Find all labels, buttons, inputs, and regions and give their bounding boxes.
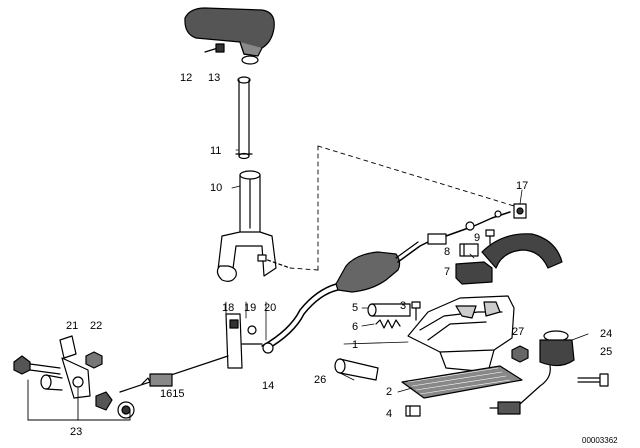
- label-4: 4: [386, 408, 393, 420]
- nut-27: [511, 345, 529, 363]
- screw-25: [577, 373, 609, 387]
- nut-22: [85, 351, 103, 369]
- label-18: 18: [222, 302, 235, 314]
- label-14: 14: [262, 380, 275, 392]
- label-13: 13: [208, 72, 221, 84]
- label-7: 7: [444, 266, 451, 278]
- label-5: 5: [352, 302, 359, 314]
- clip-4: [405, 405, 421, 417]
- position-switch: [489, 330, 575, 415]
- pin-lower-left: [40, 374, 63, 391]
- label-1615: 1615: [160, 388, 185, 400]
- screw-3: [411, 301, 421, 321]
- label-23: 23: [70, 426, 83, 438]
- base-housing: [407, 295, 515, 373]
- screw-9: [485, 229, 495, 245]
- label-20: 20: [264, 302, 277, 314]
- selector-rod: [235, 76, 253, 160]
- bolt-26: [334, 358, 379, 381]
- label-17: 17: [516, 180, 529, 192]
- label-3: 3: [400, 300, 407, 312]
- block-7: [455, 261, 493, 285]
- small-bracket-8: [459, 243, 479, 257]
- shift-cable: [261, 210, 511, 351]
- label-10: 10: [210, 182, 223, 194]
- drawing-code: 00003362: [582, 436, 618, 445]
- reference-lines: [289, 145, 515, 271]
- bolt-left: [13, 355, 61, 375]
- shift-knob: [184, 7, 275, 65]
- cable-support: [225, 313, 274, 369]
- label-2: 2: [386, 386, 393, 398]
- label-24: 24: [600, 328, 613, 340]
- label-27: 27: [512, 326, 525, 338]
- spring-6: [375, 319, 401, 329]
- label-bracket-23: [27, 379, 131, 421]
- label-25: 25: [600, 346, 613, 358]
- knob-screw: [204, 43, 225, 53]
- label-11: 11: [210, 145, 222, 157]
- label-8: 8: [444, 246, 451, 258]
- lower-cable: [119, 355, 229, 393]
- label-21: 21: [66, 320, 79, 332]
- bottom-plate: [401, 365, 523, 399]
- cable-bracket: [513, 203, 527, 219]
- label-9: 9: [474, 232, 481, 244]
- lower-nut: [95, 391, 135, 419]
- selector-lever: [216, 170, 291, 282]
- label-26: 26: [314, 374, 327, 386]
- bolt-5: [367, 303, 411, 317]
- label-1: 1: [352, 339, 359, 351]
- gate-cover: [481, 233, 563, 269]
- label-22: 22: [90, 320, 103, 332]
- mounting-bracket: [59, 335, 91, 399]
- label-19: 19: [244, 302, 257, 314]
- label-12: 12: [180, 72, 193, 84]
- label-6: 6: [352, 321, 359, 333]
- leader-lines: [225, 149, 589, 393]
